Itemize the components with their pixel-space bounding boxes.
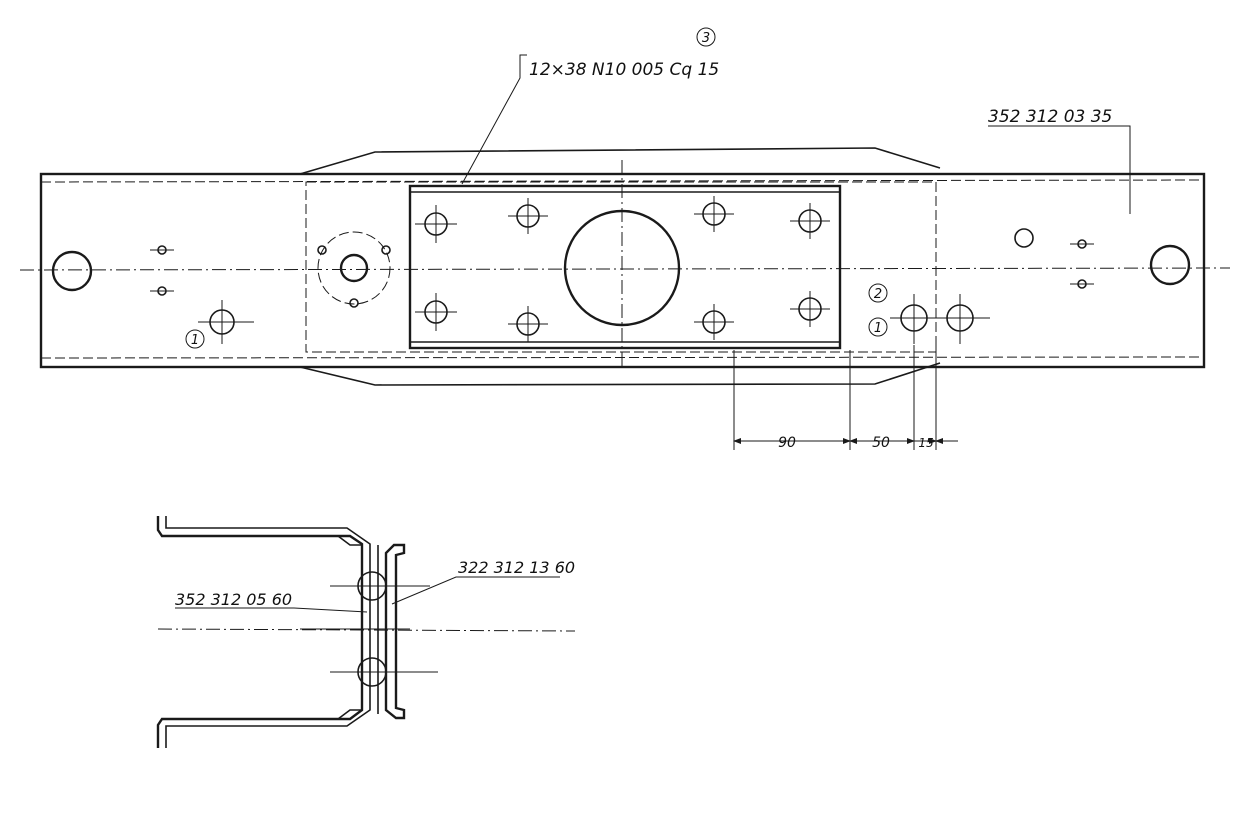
beam-inner-top-edge [40, 179, 1205, 183]
outer-channel-leader [391, 576, 560, 605]
reinforcement-outline [305, 181, 937, 353]
bolt-spec-leader [461, 54, 527, 185]
dimension-label-50: 50 [872, 435, 890, 451]
bolt-spec-label: 12×38 N10 005 Cq 15 [529, 60, 719, 80]
item-number-2: 2 [874, 287, 882, 302]
mount-hole-left [339, 253, 369, 283]
top-right-part-number: 352 312 03 35 [988, 107, 1112, 127]
part-number-leader [988, 125, 1131, 214]
item-number-1-right: 1 [874, 321, 882, 336]
plan-view: 3 12×38 N10 005 Cq 15 352 312 03 35 1 2 … [19, 27, 1231, 451]
beam-centerline [19, 267, 1231, 271]
item-number-3: 3 [702, 31, 710, 46]
inner-channel-part-number: 352 312 05 60 [175, 590, 292, 609]
dimension-chain [733, 345, 958, 450]
dimension-label-15: 15 [918, 436, 933, 450]
mounting-plate [408, 184, 842, 350]
section-centerline [157, 628, 576, 632]
small-hole [1014, 228, 1034, 248]
outer-channel-part-number: 322 312 13 60 [458, 558, 575, 577]
section-view: 352 312 05 60 322 312 13 60 [156, 516, 576, 748]
item-balloon-3 [696, 27, 716, 47]
item-balloon-1-right [868, 317, 888, 337]
outer-channel-profile [156, 516, 364, 748]
beam-end-hole-left [51, 250, 93, 292]
dimension-label-90: 90 [778, 435, 796, 451]
item-balloon-2 [868, 283, 888, 303]
item-balloon-1-left [185, 329, 205, 349]
inner-channel-leader [175, 607, 368, 613]
beam-end-hole-right [1149, 244, 1191, 286]
center-hole [563, 209, 681, 327]
reinforcement-plate-top [299, 147, 941, 175]
reinforcement-plate-bottom [299, 362, 941, 386]
item-number-1-left: 1 [191, 333, 199, 348]
